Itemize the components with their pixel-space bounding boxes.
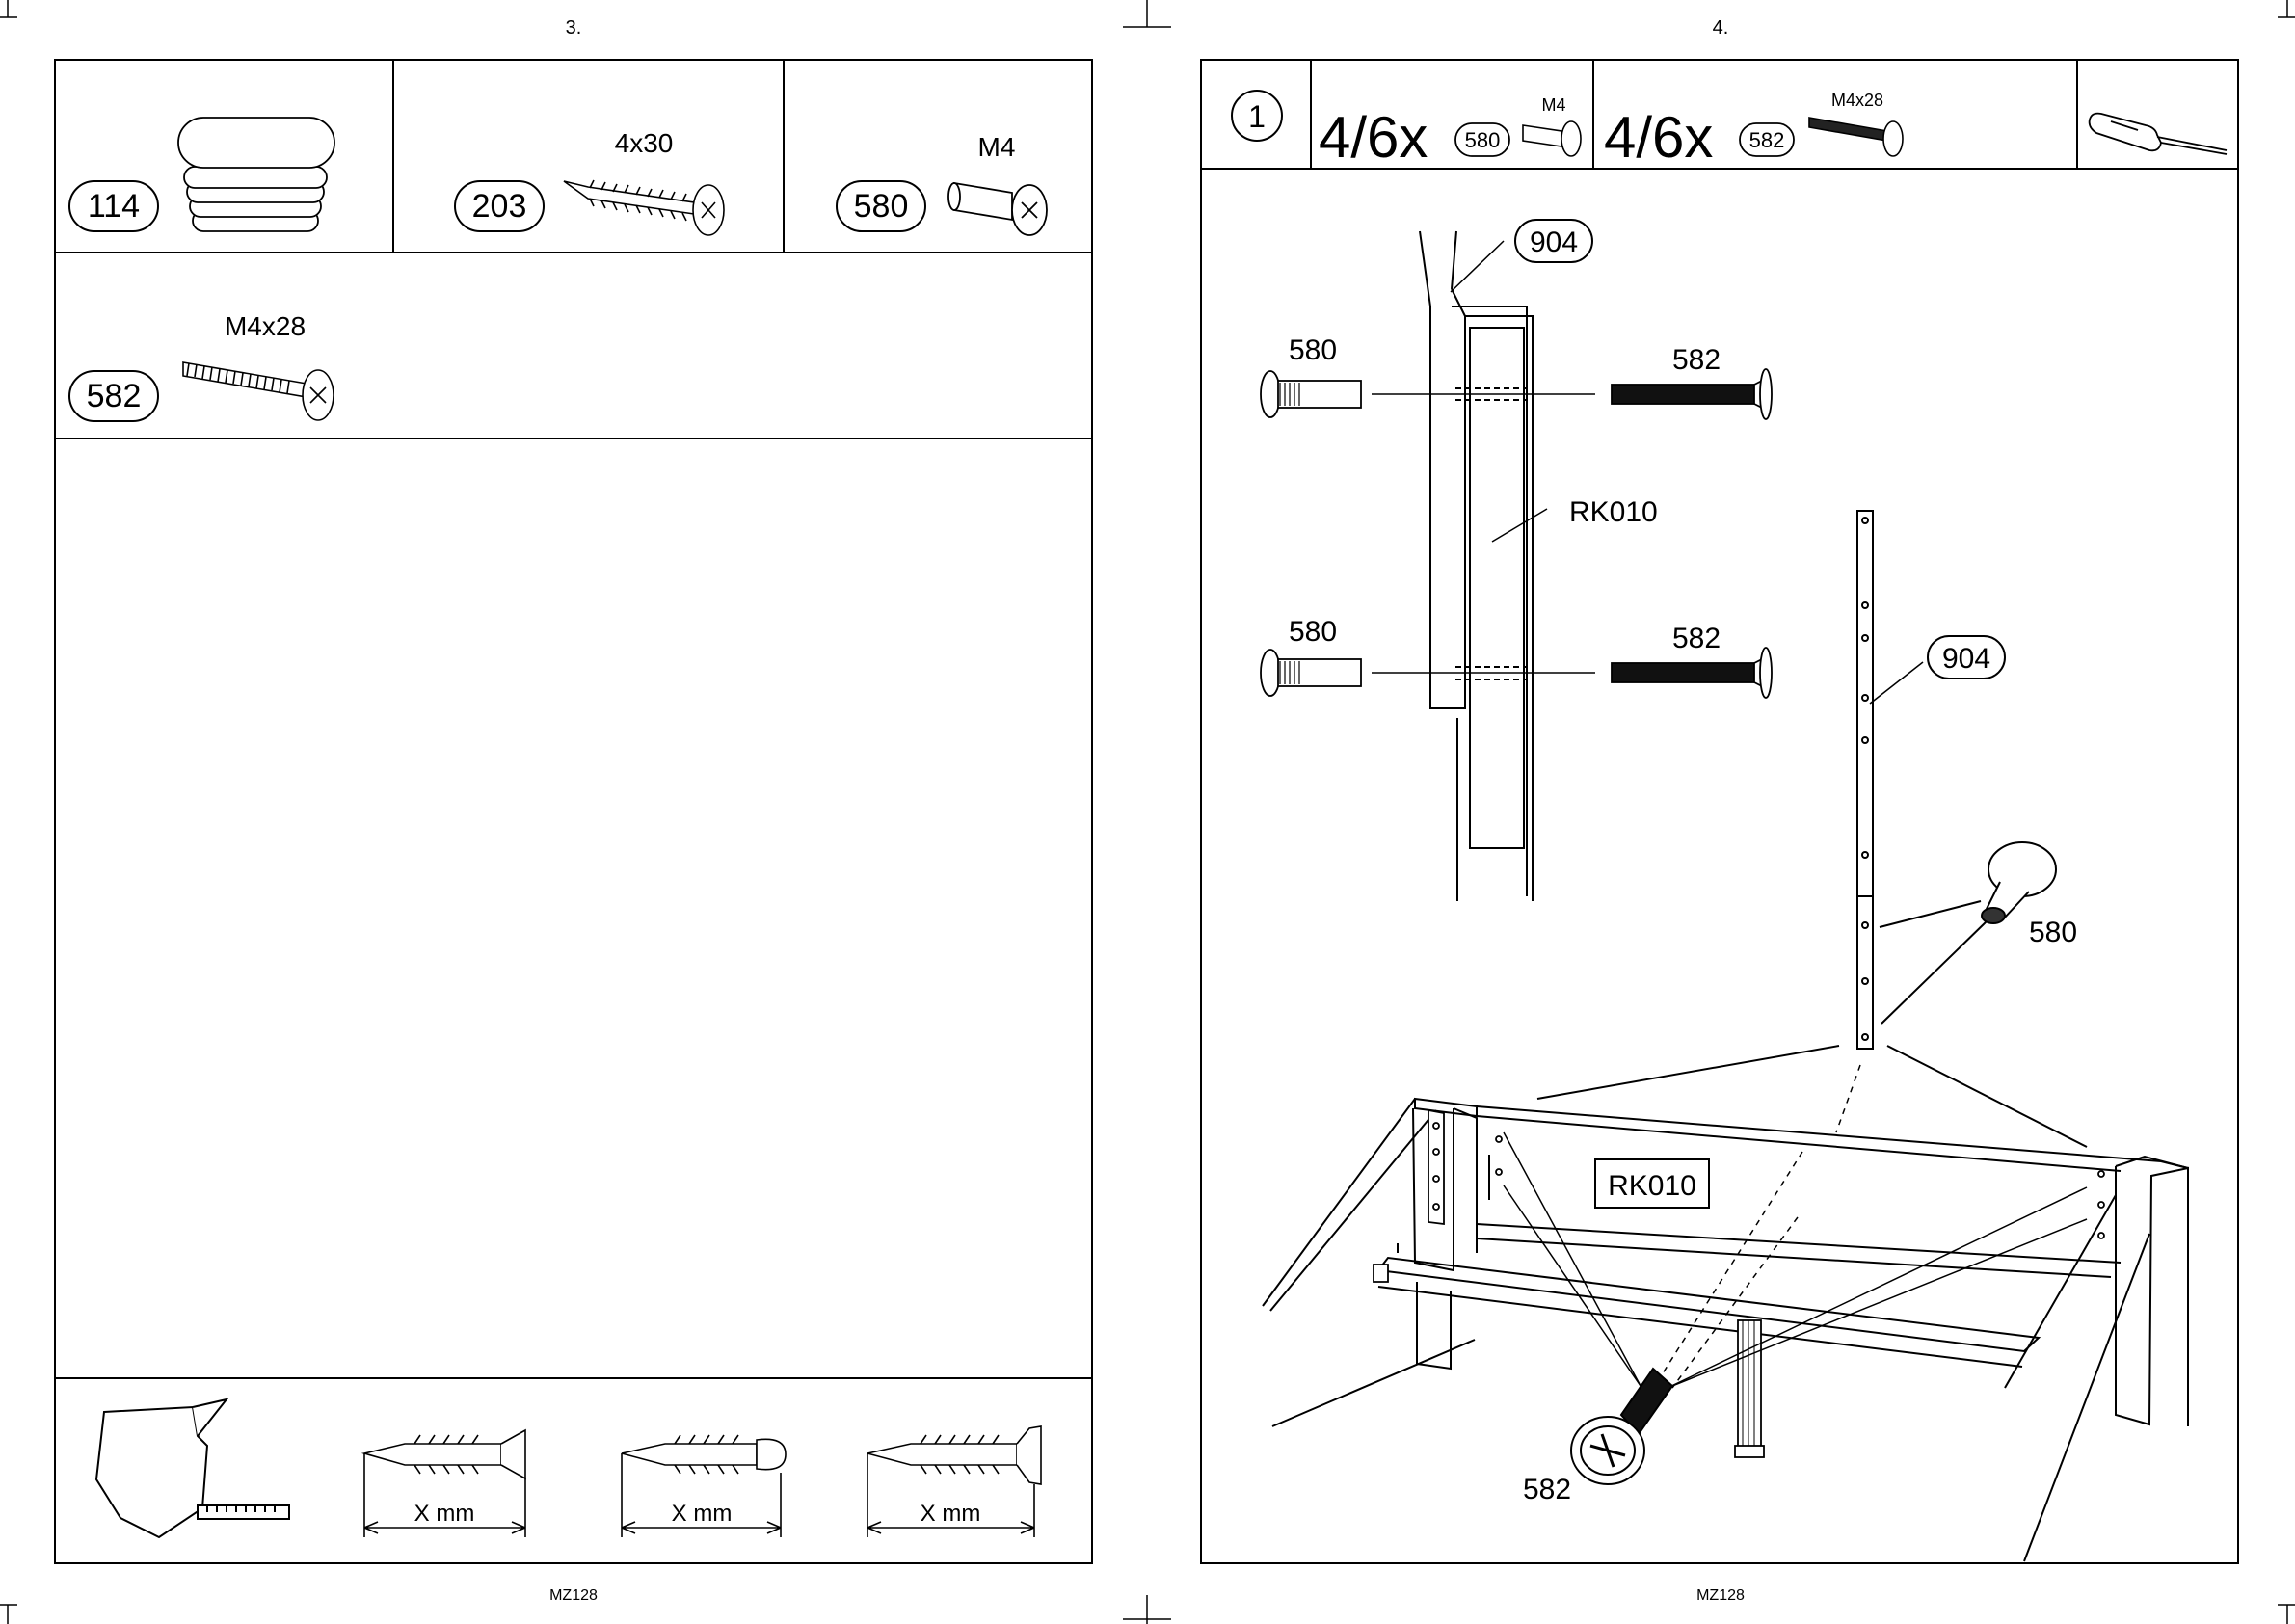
callout-582-a: 582 bbox=[1672, 344, 1721, 376]
bolt-582-lower bbox=[1612, 648, 1772, 698]
rail-label-box-text: RK010 bbox=[1608, 1170, 1696, 1202]
part-580-spec: M4 bbox=[978, 132, 1016, 162]
right-footer-code: MZ128 bbox=[1696, 1587, 1745, 1604]
measure-label-3: X mm bbox=[921, 1501, 981, 1527]
part-203-spec: 4x30 bbox=[615, 128, 674, 158]
bolt-582-perspective bbox=[1571, 1369, 1672, 1484]
callout-582-fitting: 582 bbox=[1523, 1474, 1571, 1505]
barrel-nut-580-lower bbox=[1261, 650, 1361, 696]
callout-580-a: 580 bbox=[1289, 334, 1337, 366]
callout-904-right: 904 bbox=[1870, 636, 2005, 704]
qty-582: 4/6x bbox=[1604, 105, 1713, 170]
measure-label-2: X mm bbox=[672, 1501, 733, 1527]
left-page-number: 3. bbox=[566, 17, 582, 39]
wood-screw-icon bbox=[564, 180, 724, 235]
left-footer-code: MZ128 bbox=[549, 1587, 598, 1604]
callout-904-top-label: 904 bbox=[1530, 226, 1578, 258]
part-580-id: 580 bbox=[854, 188, 909, 225]
measure-label-1: X mm bbox=[414, 1501, 475, 1527]
barrel-nut-small-icon bbox=[1523, 121, 1581, 156]
callout-904-top: 904 bbox=[1451, 220, 1592, 292]
qty-580-spec: M4 bbox=[1541, 95, 1565, 115]
assembly-guide-lines bbox=[1504, 1065, 2087, 1388]
end-cap-icon bbox=[178, 118, 334, 231]
callout-rk010-label: RK010 bbox=[1569, 496, 1658, 528]
callout-580-fitting: 580 bbox=[2029, 917, 2077, 948]
rail-label-box: RK010 bbox=[1595, 1159, 1709, 1208]
slat-904 bbox=[1857, 511, 1873, 1049]
qty-582-spec: M4x28 bbox=[1831, 91, 1883, 110]
part-203-id: 203 bbox=[472, 188, 527, 225]
headboard-frame bbox=[1263, 1046, 2188, 1561]
bolt-582-upper bbox=[1612, 369, 1772, 419]
callout-582-b: 582 bbox=[1672, 623, 1721, 654]
left-page-frame bbox=[55, 60, 1092, 1563]
barrel-nut-580-upper bbox=[1261, 371, 1361, 417]
right-page-frame bbox=[1201, 60, 2238, 1563]
callout-rk010-rail: RK010 bbox=[1492, 496, 1658, 542]
part-582-cell: 582 M4x28 bbox=[69, 311, 334, 421]
part-114-id: 114 bbox=[88, 188, 140, 225]
part-114-cell: 114 bbox=[69, 118, 334, 231]
barrel-nut-icon bbox=[948, 183, 1047, 235]
part-203-cell: 203 4x30 bbox=[455, 128, 724, 235]
callout-904-right-label: 904 bbox=[1942, 643, 1990, 675]
ruler-tool-icon bbox=[96, 1399, 289, 1537]
bolt-icon bbox=[183, 362, 334, 420]
qty-582-part: 582 bbox=[1749, 128, 1785, 152]
screwdriver-icon bbox=[2090, 114, 2227, 154]
part-582-spec: M4x28 bbox=[225, 311, 306, 341]
part-580-cell: 580 M4 bbox=[837, 132, 1047, 235]
center-leg bbox=[1735, 1320, 1764, 1457]
qty-580: 4/6x bbox=[1319, 105, 1428, 170]
right-page-number: 4. bbox=[1713, 17, 1729, 39]
qty-580-part: 580 bbox=[1465, 128, 1501, 152]
callout-580-b: 580 bbox=[1289, 616, 1337, 648]
bolt-small-icon bbox=[1809, 118, 1903, 156]
step-number: 1 bbox=[1248, 99, 1266, 134]
measurement-guide: X mm X mm X mm bbox=[96, 1399, 1041, 1537]
part-582-id: 582 bbox=[87, 378, 142, 414]
upper-detail bbox=[1372, 231, 1595, 901]
